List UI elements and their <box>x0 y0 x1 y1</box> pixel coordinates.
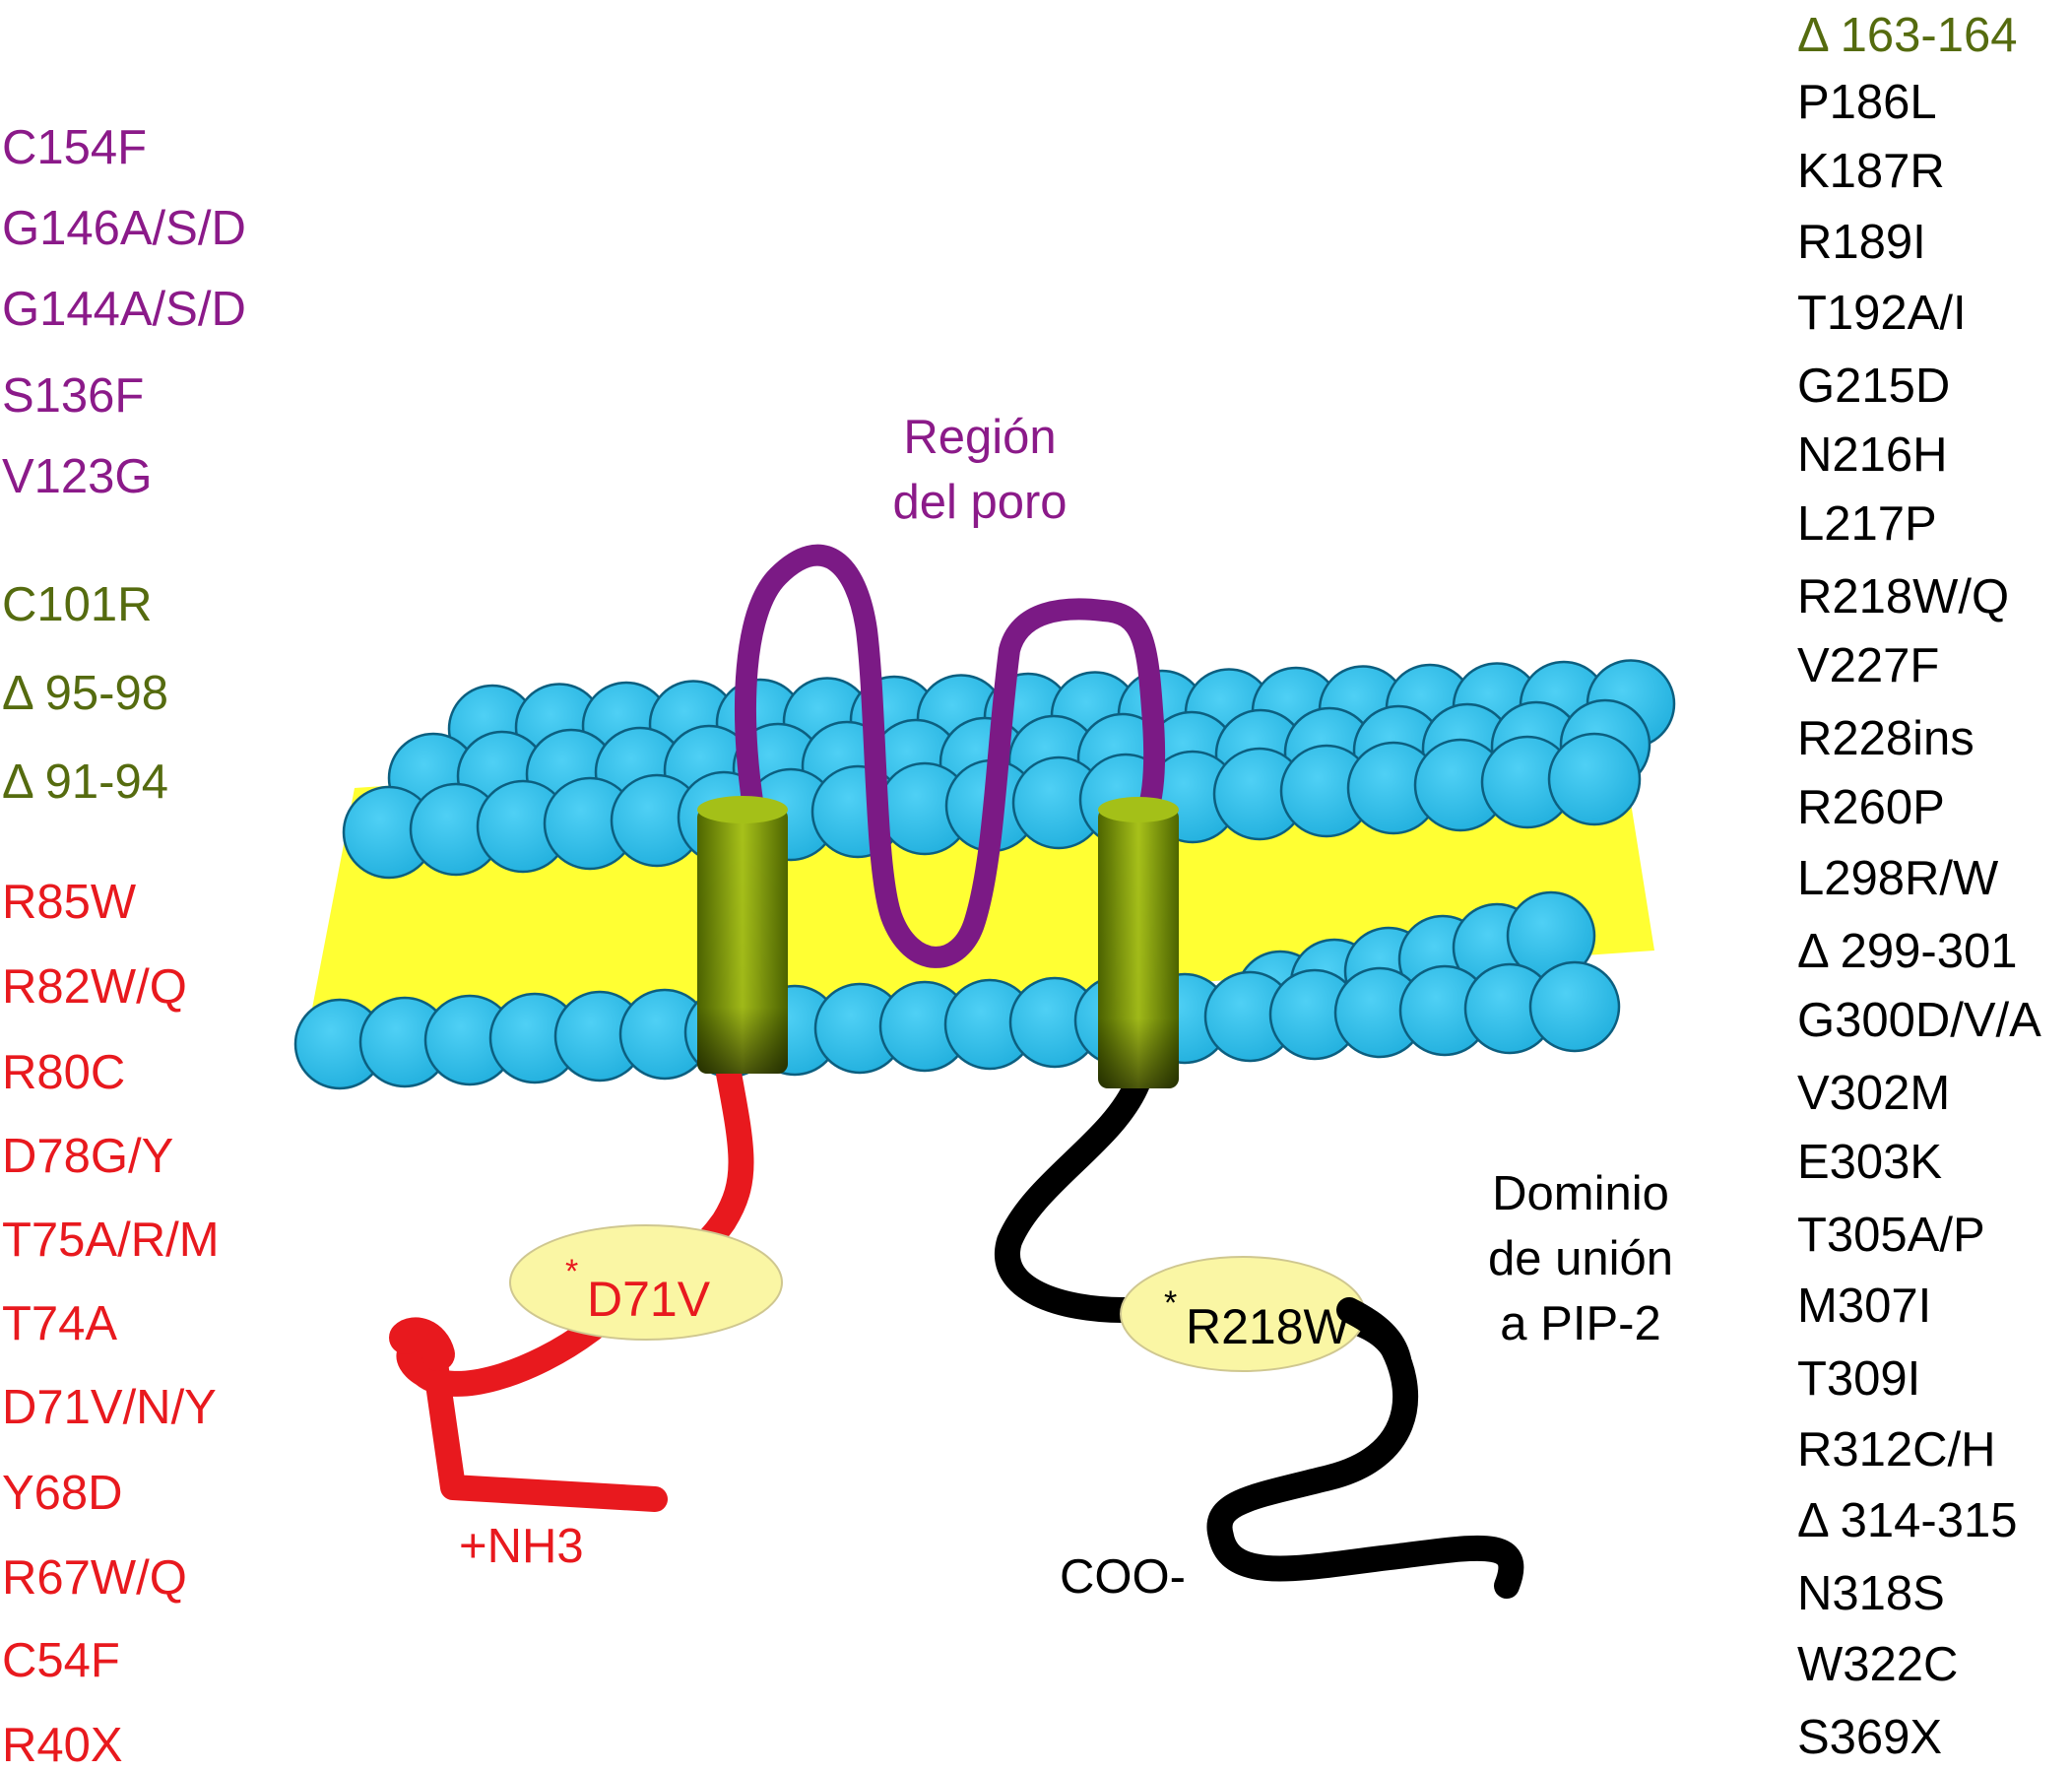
mutation-label: R67W/Q <box>2 1551 187 1605</box>
mutation-label: R260P <box>1797 781 1945 834</box>
mutation-label: Δ 299-301 <box>1797 925 2018 978</box>
mutation-label: Δ 91-94 <box>2 755 168 809</box>
n-terminal-hook <box>389 1317 455 1371</box>
lipid-head <box>1547 732 1642 826</box>
mutation-label: M307I <box>1797 1280 1932 1333</box>
mutation-label: L298R/W <box>1797 852 1999 905</box>
mutation-label: S136F <box>2 369 145 423</box>
mutation-label: R40X <box>2 1719 123 1772</box>
mutation-label: K187R <box>1797 145 1945 198</box>
pip2-label-3: a PIP-2 <box>1500 1297 1660 1350</box>
pip2-label-2: de unión <box>1488 1232 1673 1285</box>
mutation-label: Δ 163-164 <box>1797 9 2018 62</box>
mutation-label: L217P <box>1797 497 1937 551</box>
mutation-label: C101R <box>2 578 153 631</box>
mutation-label: T74A <box>2 1297 118 1350</box>
pip2-label-1: Dominio <box>1492 1167 1669 1220</box>
mutation-label: T75A/R/M <box>2 1214 220 1267</box>
mutation-label: R82W/Q <box>2 960 187 1014</box>
helix-left <box>697 796 788 1074</box>
pore-loop <box>735 544 1166 968</box>
mutation-label: D71V/N/Y <box>2 1381 217 1434</box>
asterisk-right: * <box>1164 1284 1177 1322</box>
mutation-label: Δ 314-315 <box>1797 1494 2018 1547</box>
mutation-label: W322C <box>1797 1638 1959 1691</box>
mutation-label: Δ 95-98 <box>2 667 168 720</box>
mutation-label: V123G <box>2 450 153 503</box>
mutation-label: T309I <box>1797 1352 1921 1406</box>
mutation-label: S369X <box>1797 1711 1943 1764</box>
mutation-label: R85W <box>2 876 137 929</box>
mutation-label: R312C/H <box>1797 1423 1996 1477</box>
mutation-label: G215D <box>1797 360 1951 413</box>
lipid-head <box>1528 960 1621 1053</box>
lower-lipid-layer <box>293 890 1621 1090</box>
n-terminus-label: +NH3 <box>459 1520 584 1573</box>
mutation-label: V302M <box>1797 1067 1951 1120</box>
mutation-label: N216H <box>1797 428 1948 482</box>
mutation-label-right: R218W <box>1186 1299 1351 1354</box>
mutation-label: D78G/Y <box>2 1130 174 1183</box>
pore-region-label-1: Región <box>903 411 1056 464</box>
mutation-label: C154F <box>2 121 148 174</box>
mutation-label: G300D/V/A <box>1797 994 2041 1047</box>
mutation-label: T192A/I <box>1797 287 1967 340</box>
pore-region-label-2: del poro <box>892 476 1067 529</box>
mutation-label: T305A/P <box>1797 1209 1985 1262</box>
mutation-label: G144A/S/D <box>2 283 246 336</box>
mutation-ellipse-left <box>509 1224 783 1341</box>
helix-right <box>1098 797 1179 1088</box>
mutation-label: C54F <box>2 1634 120 1687</box>
mutation-label: R228ins <box>1797 712 1975 765</box>
mutation-label: R189I <box>1797 216 1926 269</box>
mutation-label: Y68D <box>2 1467 123 1520</box>
mutation-label-left: D71V <box>587 1272 711 1327</box>
mutation-label: R80C <box>2 1046 126 1099</box>
c-terminus-label: COO- <box>1060 1550 1186 1604</box>
mutation-label: G146A/S/D <box>2 202 246 255</box>
mutation-label: E303K <box>1797 1136 1943 1189</box>
mutation-label: R218W/Q <box>1797 570 2010 623</box>
mutation-label: N318S <box>1797 1567 1945 1620</box>
mutation-label: P186L <box>1797 76 1937 129</box>
c-terminal-tail <box>995 1071 1524 1599</box>
mutation-label: V227F <box>1797 639 1940 692</box>
asterisk-left: * <box>565 1253 578 1290</box>
